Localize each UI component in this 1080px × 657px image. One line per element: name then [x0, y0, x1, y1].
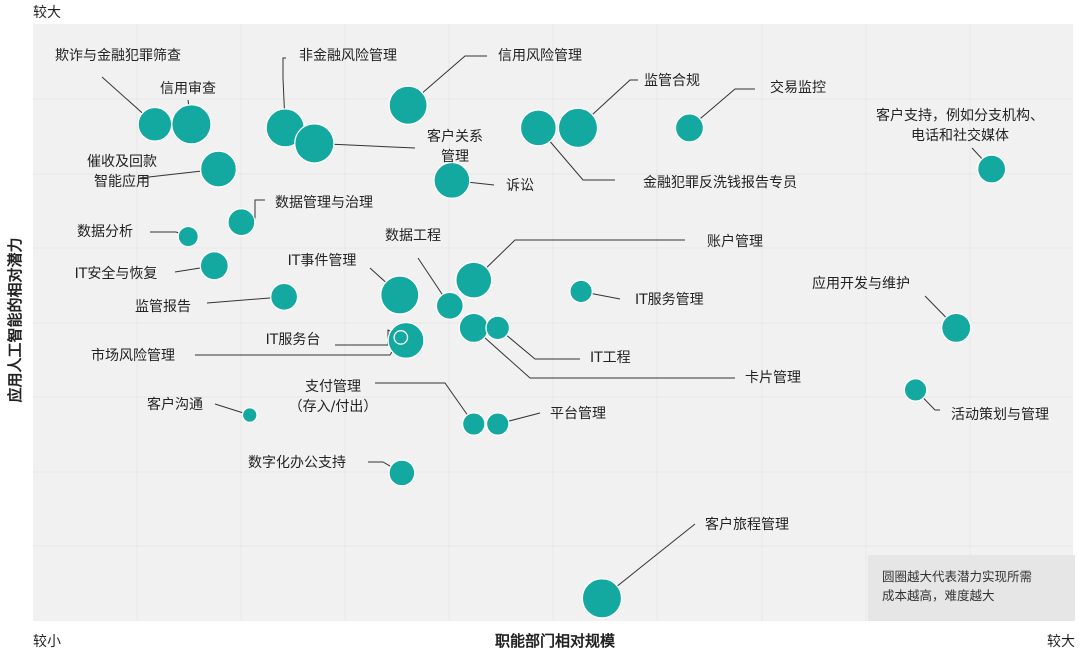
point-label-cust-comm: 客户沟通: [147, 396, 203, 413]
bubble-card-mgmt: [458, 312, 489, 344]
bubble-cust-comm: [241, 407, 258, 423]
bubble-campaign-mgmt: [903, 378, 928, 402]
legend-note-line-1: 圆圈越大代表潜力实现所需: [882, 569, 1032, 584]
point-label-data-eng: 数据工程: [385, 228, 441, 244]
point-label-data-analysis: 数据分析: [77, 224, 133, 240]
point-label-trade: 交易监控: [770, 79, 826, 96]
bubble-market-risk: [393, 330, 409, 345]
x-axis-high-label: 较大: [1047, 634, 1075, 650]
y-axis-high-label: 较大: [33, 5, 61, 21]
point-label-card: 卡片管理: [745, 370, 801, 386]
bubble-account-mgmt: [455, 261, 493, 299]
point-label-market-risk: 市场风险管理: [91, 347, 175, 364]
point-label-credit-review: 信用审查: [160, 81, 216, 97]
point-label-credit-risk: 信用风险管理: [498, 48, 582, 64]
point-label-account: 账户管理: [707, 233, 763, 250]
leader-aml: [577, 79, 638, 129]
leader-account-mgmt: [473, 239, 685, 281]
leader-credit-risk: [407, 55, 487, 106]
point-label-campaign: 活动策划与管理: [951, 406, 1049, 423]
bubble-cust-rel-mgmt: [294, 123, 335, 164]
bubble-payment-mgmt: [461, 412, 486, 436]
bubble-credit-risk: [388, 85, 428, 125]
bubble-it-engineering: [485, 315, 511, 341]
bubble-data-governance: [227, 208, 256, 237]
point-label-data-gov: 数据管理与治理: [275, 195, 373, 211]
bubble-it-security: [199, 251, 229, 281]
point-label-cust-rel-line-2: 管理: [441, 149, 469, 165]
bubble-credit-review: [171, 104, 212, 145]
point-label-nonfin: 非金融风险管理: [299, 48, 397, 64]
point-label-app-dev: 应用开发与维护: [812, 275, 910, 292]
point-label-it-incident: IT事件管理: [288, 253, 357, 269]
point-label-payment-line-1: 支付管理: [305, 379, 361, 395]
point-label-litigation: 诉讼: [506, 178, 534, 194]
bubble-it-incident: [380, 275, 420, 315]
leader-payment-mgmt: [375, 382, 475, 425]
legend-note-box: [868, 555, 1075, 621]
bubble-aml: [557, 107, 599, 149]
bubble-data-engineering: [435, 291, 464, 320]
point-label-compliance: 监管合规: [644, 73, 700, 89]
bubble-compliance: [519, 109, 557, 147]
leader-compliance: [537, 127, 615, 181]
point-label-support-line-1: 客户支持，例如分支机构、: [876, 107, 1044, 124]
bubble-it-service-mgmt: [569, 279, 593, 304]
bubble-litigation: [433, 161, 471, 199]
bubble-supervisory-report: [270, 282, 299, 311]
point-label-it-service-mgmt: IT服务管理: [635, 292, 704, 308]
point-label-collections-line-1: 催收及回款: [87, 154, 157, 170]
leader-trade-monitor: [689, 88, 755, 129]
point-label-cx: 客户旅程管理: [705, 516, 789, 533]
point-label-it-desk: IT服务台: [266, 332, 321, 348]
bubble-cx-journey: [581, 578, 623, 619]
bubble-collections: [199, 150, 238, 188]
bubble-series: [137, 85, 1007, 619]
point-label-it-eng: IT工程: [590, 350, 631, 366]
bubble-trade-monitor: [674, 113, 705, 143]
point-label-aml: 金融犯罪反洗钱报告专员: [643, 175, 797, 191]
point-label-fraud: 欺诈与金融犯罪筛查: [55, 48, 181, 64]
x-axis-title: 职能部门相对规模: [495, 632, 616, 650]
leader-it-engineering: [497, 327, 580, 360]
legend-note: 圆圈越大代表潜力实现所需 成本越高，难度越大: [868, 555, 1075, 621]
x-axis-low-label: 较小: [33, 634, 61, 650]
point-label-collections-line-2: 智能应用: [94, 173, 150, 190]
point-label-support-line-2: 电话和社交媒体: [911, 127, 1009, 144]
point-label-it-security: IT安全与恢复: [75, 265, 158, 282]
legend-note-line-2: 成本越高，难度越大: [882, 588, 995, 603]
bubble-app-dev: [941, 312, 972, 344]
bubble-customer-support: [976, 154, 1007, 184]
bubble-fraud-1: [137, 106, 173, 142]
point-label-platform: 平台管理: [550, 406, 606, 422]
bubble-digital-office: [388, 459, 416, 487]
point-label-digital-office: 数字化办公支持: [248, 455, 346, 471]
leader-nonfin-risk: [282, 57, 286, 128]
grid-lines: [33, 24, 1073, 621]
bubble-platform-mgmt: [485, 412, 510, 436]
point-label-cust-rel-line-1: 客户关系: [427, 128, 483, 145]
leader-card-mgmt: [473, 327, 735, 379]
bubble-data-analysis: [177, 225, 199, 248]
y-axis-title: 应用人工智能的相对潜力: [6, 237, 24, 402]
point-label-supervisory: 监管报告: [135, 299, 191, 315]
point-label-payment-line-2: （存入/付出）: [289, 399, 378, 415]
